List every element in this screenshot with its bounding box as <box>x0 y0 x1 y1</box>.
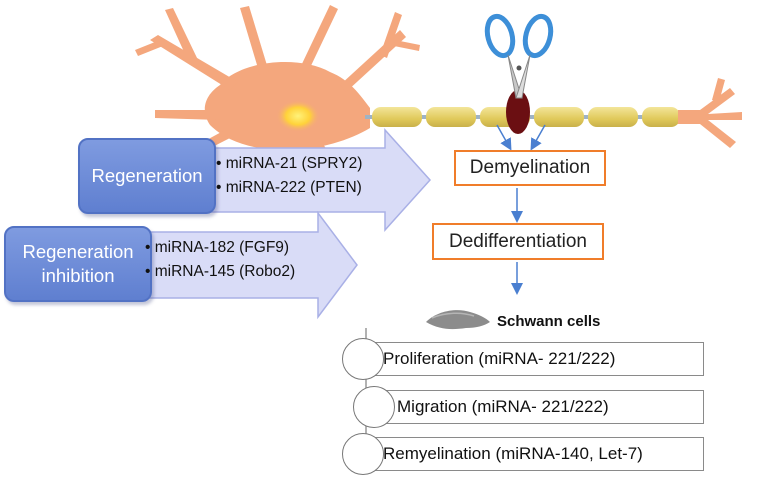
list-item: • miRNA-182 (FGF9) <box>145 239 290 256</box>
inhibition-mirna-list: • miRNA-182 (FGF9) • miRNA-145 (Robo2) <box>145 236 295 284</box>
lesion <box>506 90 530 134</box>
neuron-nucleus <box>276 100 320 132</box>
arrow-to-demyelination-right <box>530 124 546 151</box>
inhibition-label-line1: Regeneration <box>22 241 134 262</box>
inhibition-box: Regeneration inhibition <box>4 226 152 302</box>
step-migration: Migration (miRNA- 221/222) <box>372 390 704 424</box>
step-circle <box>342 338 384 380</box>
list-item: • miRNA-21 (SPRY2) <box>216 155 363 172</box>
axon-terminal <box>678 78 742 148</box>
arrow-to-demyelination-left <box>496 124 512 151</box>
regeneration-label: Regeneration <box>91 165 203 186</box>
list-item: • miRNA-145 (Robo2) <box>145 263 296 280</box>
regeneration-arrow <box>189 128 432 232</box>
regeneration-mirna-list: • miRNA-21 (SPRY2) • miRNA-222 (PTEN) <box>216 152 362 200</box>
list-item: • miRNA-222 (PTEN) <box>216 179 362 196</box>
step-proliferation: Proliferation (miRNA- 221/222) <box>372 342 704 376</box>
dedifferentiation-box: Dedifferentiation <box>432 223 604 260</box>
step-circle <box>353 386 395 428</box>
regeneration-box: Regeneration <box>78 138 216 214</box>
schwann-cell-icon <box>426 310 490 330</box>
demyelination-box: Demyelination <box>454 150 606 186</box>
dedifferentiation-label: Dedifferentiation <box>448 230 588 252</box>
demyelination-label: Demyelination <box>469 157 591 178</box>
step-circle <box>342 433 384 475</box>
scissors-icon <box>484 13 554 99</box>
inhibition-arrow <box>129 210 358 320</box>
schwann-title: Schwann cells <box>497 313 601 330</box>
inhibition-label-line2: inhibition <box>41 265 115 286</box>
step-remyelination: Remyelination (miRNA-140, Let-7) <box>372 437 704 471</box>
